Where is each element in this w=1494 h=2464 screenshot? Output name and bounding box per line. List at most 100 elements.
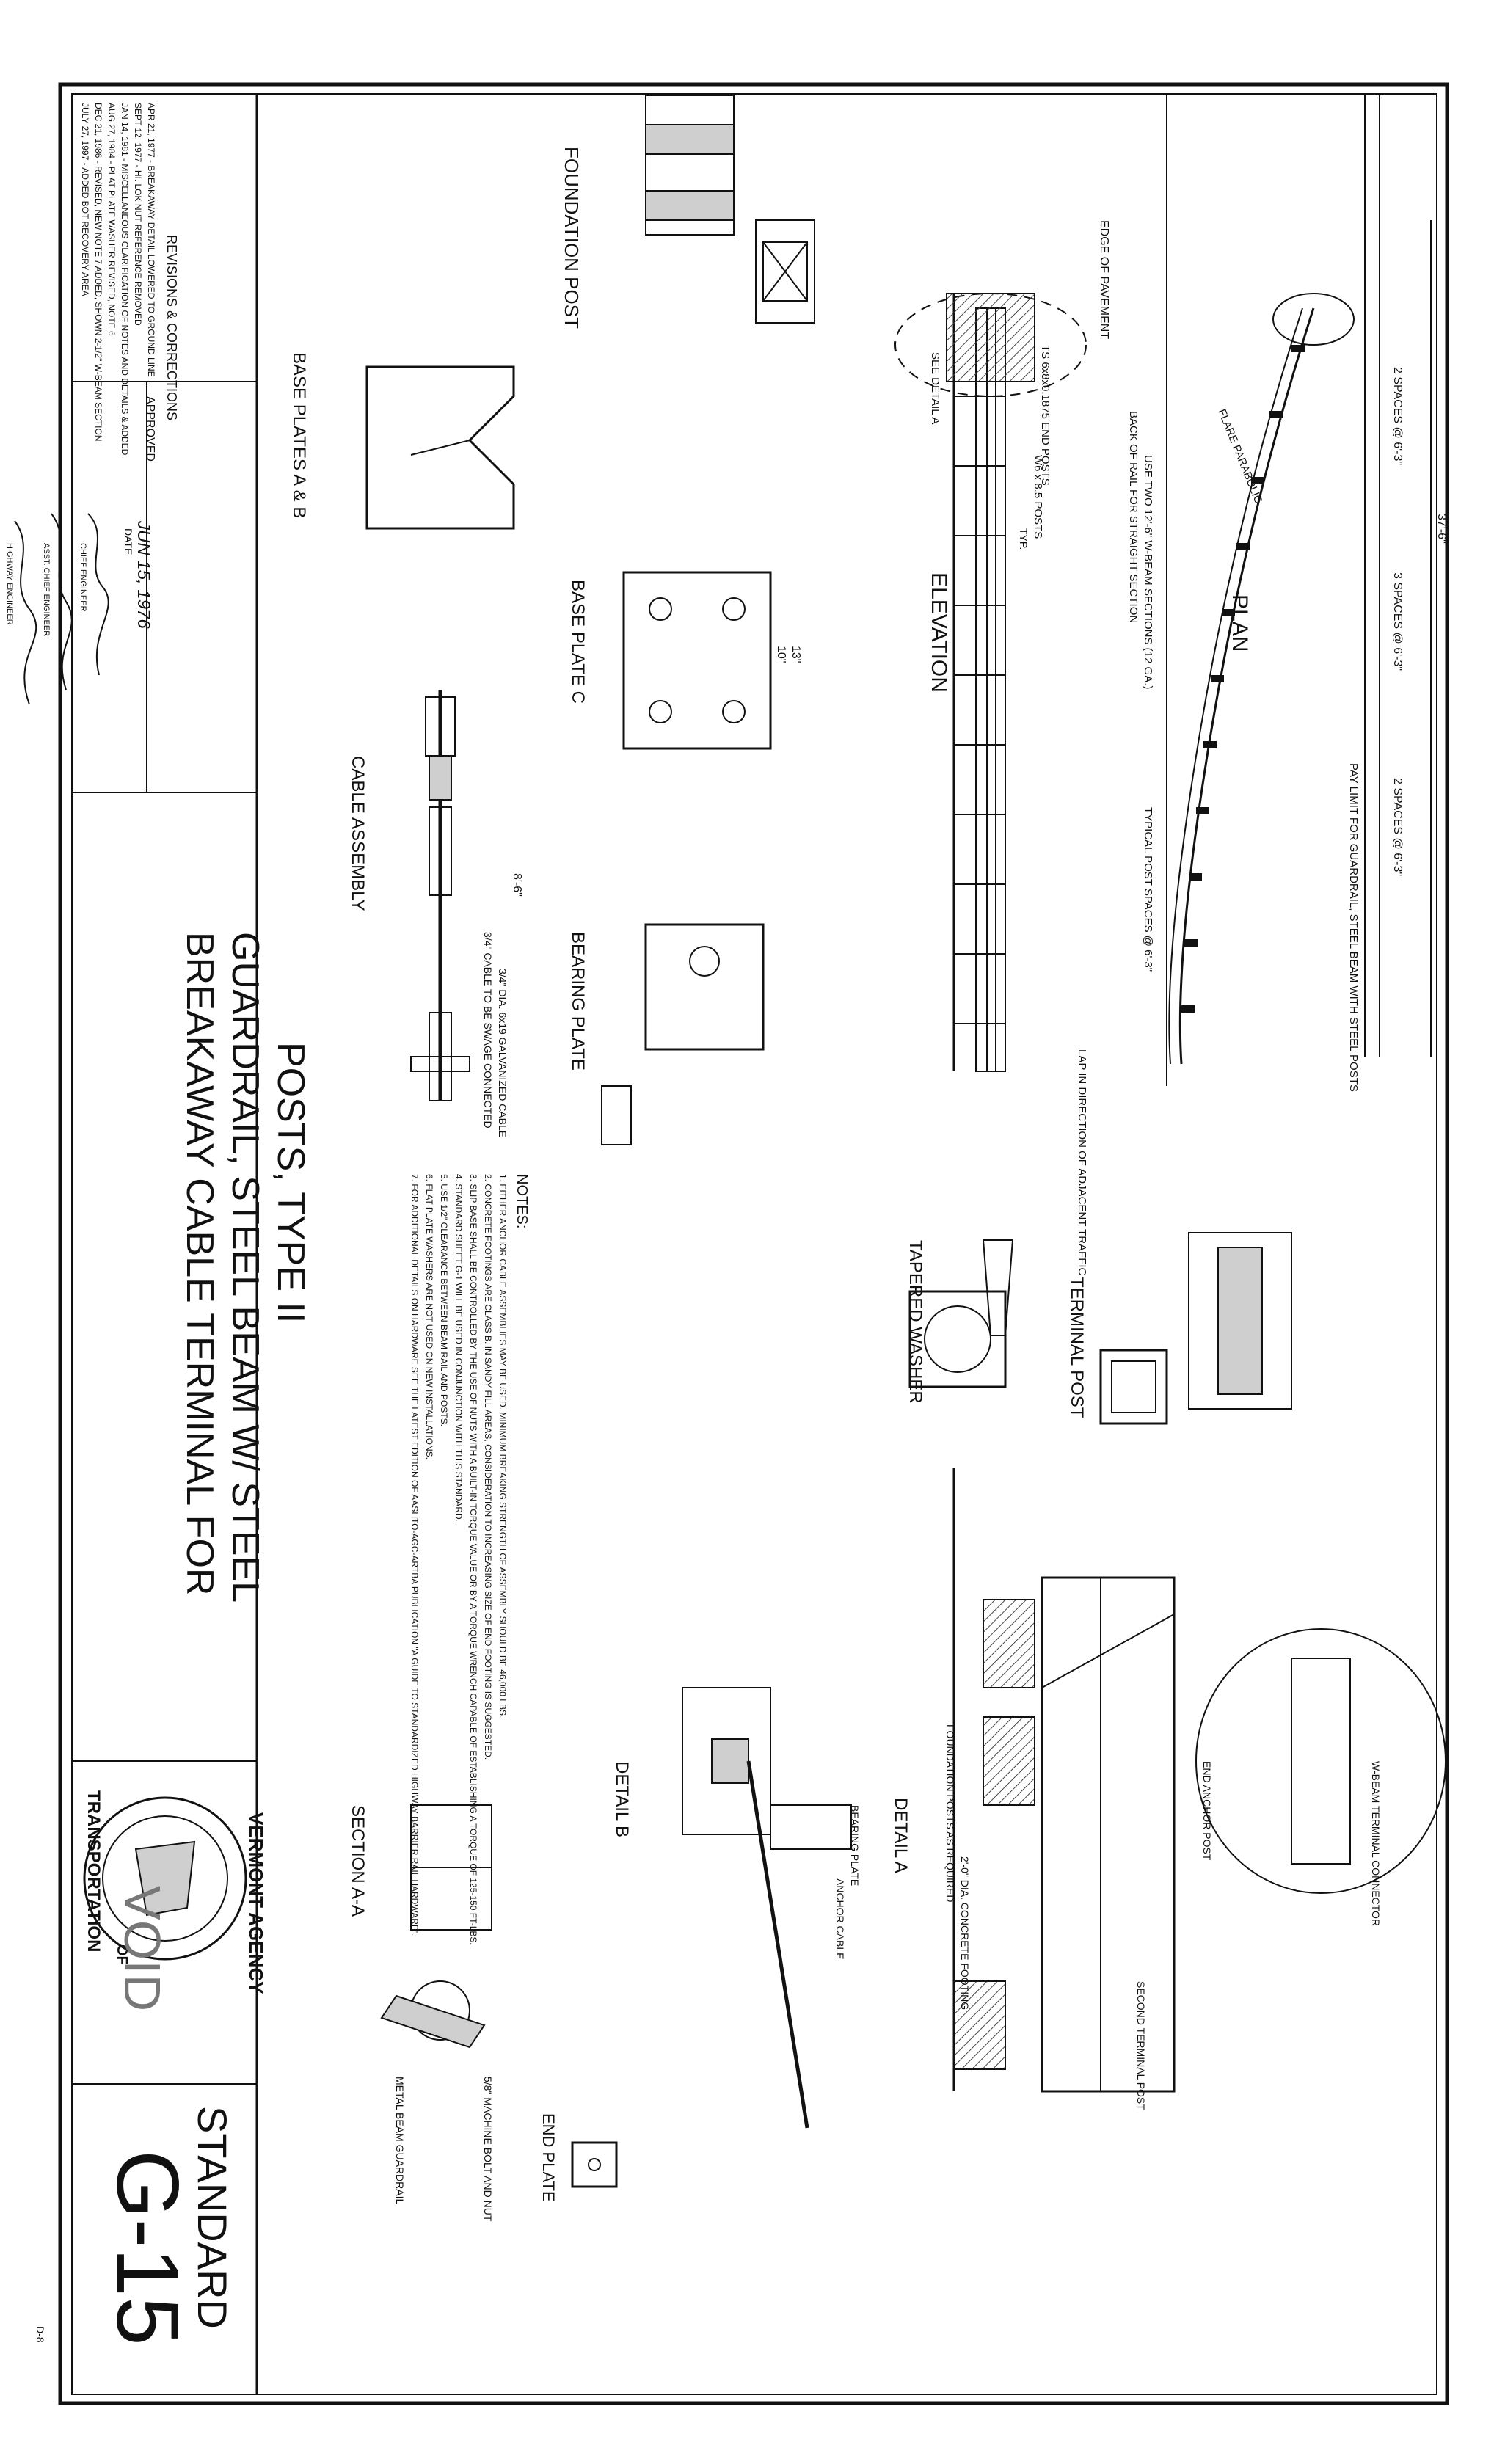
tapered-washer-side <box>982 1239 1014 1336</box>
agency-line-1: VERMONT AGENCY <box>245 1812 267 1994</box>
plan-total-length: 37'-6" <box>1435 514 1448 544</box>
detail-b-cable <box>746 1760 809 2129</box>
base-plates-ab-view: BASE PLATES A & B <box>289 352 515 530</box>
notes-block: NOTES: 1. EITHER ANCHOR CABLE ASSEMBLIES… <box>409 1174 530 1945</box>
flared-rail <box>1178 307 1315 1065</box>
machine-bolt-label: 5/8" MACHINE BOLT AND NUT <box>482 2077 494 2222</box>
anchor-footing <box>946 293 1035 382</box>
straight-section: BACK OF RAIL FOR STRAIGHT SECTION <box>1127 411 1140 623</box>
revision-item: DEC 21, 1986 - REVISED, NEW NOTE 7 ADDED… <box>93 103 103 441</box>
tapered-washer-title: TAPERED WASHER <box>905 1240 925 1404</box>
bearing-plate-view: BEARING PLATE <box>568 923 765 1145</box>
note-item: 1. EITHER ANCHOR CABLE ASSEMBLIES MAY BE… <box>498 1174 508 1718</box>
note-item: 6. FLAT PLATE WASHERS ARE NOT USED ON NE… <box>424 1174 434 1459</box>
spaces-mid: 3 SPACES @ 6'-3" <box>1391 572 1404 671</box>
notes-heading: NOTES: <box>514 1174 530 1228</box>
title-group: BREAKAWAY CABLE TERMINAL FOR GUARDRAIL, … <box>178 932 312 1603</box>
plan-title: PLAN <box>1228 594 1252 652</box>
end-plate-view: END PLATE <box>539 2113 618 2202</box>
note-item: 7. FOR ADDITIONAL DETAILS ON HARDWARE SE… <box>409 1174 420 1936</box>
section-aa-title: SECTION A-A <box>348 1805 368 1917</box>
asst-chief-engineer-label: ASST. CHIEF ENGINEER <box>42 543 51 636</box>
cable-assembly-view: CABLE ASSEMBLY 3/4" CABLE TO BE SWAGE CO… <box>348 690 523 1137</box>
foundation-posts-label: FOUNDATION POSTS AS REQUIRED <box>944 1724 956 1902</box>
chief-engineer-label: CHIEF ENGINEER <box>79 543 87 612</box>
standard-label: STANDARD <box>189 2106 236 2329</box>
title-line-1: BREAKAWAY CABLE TERMINAL FOR <box>178 932 221 1595</box>
revision-item: JULY 27, 1997 - ADDED BOT RECOVERY AREA <box>80 103 90 296</box>
typ-label: TYP. <box>1018 528 1030 550</box>
see-detail-a: SEE DETAIL A <box>929 352 941 424</box>
date-label: DATE <box>123 528 134 555</box>
cable-note: USE TWO 12'-6" W-BEAM SECTIONS (12 GA.) <box>1142 455 1154 689</box>
bearing-plate-title: BEARING PLATE <box>568 932 588 1071</box>
cable-assembly-title: CABLE ASSEMBLY <box>348 756 368 911</box>
note-item: 5. USE 1/2" CLEARANCE BETWEEN BEAM RAIL … <box>439 1174 449 1426</box>
end-plate-title: END PLATE <box>539 2113 558 2202</box>
posts-label: W6 x 8.5 POSTS <box>1032 455 1044 539</box>
footing-2 <box>983 1716 1035 1806</box>
swage-label: 3/4" CABLE TO BE SWAGE CONNECTED <box>482 932 494 1129</box>
chief-signature <box>87 513 109 676</box>
edge-of-pavement: EDGE OF PAVEMENT <box>1098 220 1110 339</box>
foundation-post-title: FOUNDATION POST <box>561 147 583 329</box>
base-plate-c-shape <box>622 571 772 750</box>
plan-view: EDGE OF PAVEMENT 2 SPACES @ 6'-3" 3 SPAC… <box>1076 95 1448 1276</box>
end-anchor-outline <box>1272 293 1355 346</box>
spaces-left: 2 SPACES @ 6'-3" <box>1391 367 1404 465</box>
metal-beam-label: METAL BEAM GUARDRAIL <box>394 2077 406 2204</box>
bearing-plate-shape <box>644 923 765 1051</box>
revision-item: APR 21, 1977 - BREAKAWAY DETAIL LOWERED … <box>146 103 156 377</box>
asst-signature <box>51 513 73 690</box>
revision-item: SEPT 12, 1977 - HI. LOK NUT REFERENCE RE… <box>133 103 143 326</box>
footing-3 <box>953 1980 1006 2070</box>
galvanized-cable-label: 3/4" DIA. 6x19 GALVANIZED CABLE <box>497 969 509 1137</box>
revisions-heading: REVISIONS & CORRECTIONS <box>164 235 179 420</box>
base-plate-c-view: BASE PLATE C 10" 13" <box>568 571 802 750</box>
tapered-washer-face <box>908 1290 1007 1388</box>
detail-a-callout <box>1195 1628 1446 1894</box>
note-item: 2. CONCRETE FOOTINGS ARE CLASS B. IN SAN… <box>483 1174 493 1760</box>
lap-note: LAP IN DIRECTION OF ADJACENT TRAFFIC <box>1076 1049 1088 1276</box>
revisions-block: REVISIONS & CORRECTIONS APR 21, 1977 - B… <box>80 103 179 456</box>
note-item: 3. SLIP BASE SHALL BE CONTROLLED BY THE … <box>468 1174 478 1945</box>
title-line-2: GUARDRAIL, STEEL BEAM W/ STEEL <box>224 932 266 1603</box>
detail-b-view: DETAIL B ANCHOR CABLE BEARING PLATE <box>612 1687 861 2129</box>
highway-engineer-label: HIGHWAY ENGINEER <box>5 543 14 625</box>
note-item: 4. STANDARD SHEET G-1 WILL BE USED IN CO… <box>453 1174 464 1522</box>
agency-line-3: TRANSPORTATION <box>84 1790 103 1952</box>
tube-post-label: TS 6x8x0.1875 END POSTS <box>1039 345 1052 486</box>
standard-number: G-15 <box>98 2150 197 2346</box>
detail-a-title: DETAIL A <box>891 1798 911 1873</box>
dim-13: 13" <box>790 646 802 663</box>
revision-item: JAN 14, 1981 - MISCELLANEOUS CLARIFICATI… <box>120 103 130 456</box>
revision-item: AUG 27, 1984 - PLAT PLATE WASHER REVISED… <box>106 103 117 336</box>
w-beam-label: W-BEAM TERMINAL CONNECTOR <box>1370 1761 1382 1926</box>
highway-signature <box>14 520 37 705</box>
spaces-right: 2 SPACES @ 6'-3" <box>1391 778 1404 876</box>
void-stamp: VOID <box>114 1886 171 2011</box>
title-line-3: POSTS, TYPE II <box>269 1042 312 1323</box>
pay-limit-note: PAY LIMIT FOR GUARDRAIL, STEEL BEAM WITH… <box>1347 763 1360 1092</box>
section-aa-view: SECTION A-A METAL BEAM GUARDRAIL 5/8" MA… <box>348 1804 494 2222</box>
terminal-post-view: TERMINAL POST <box>1067 1232 1292 1425</box>
approval-block: APPROVED DATE JUN 15, 1976 CHIEF ENGINEE… <box>5 396 156 705</box>
outer-border <box>58 82 1449 2405</box>
typical-spacing: TYPICAL POST SPACES @ 6'-3" <box>1142 807 1154 972</box>
detail-b-title: DETAIL B <box>612 1761 632 1837</box>
foundation-post-view: FOUNDATION POST <box>561 95 815 329</box>
anchor-cable-label: ANCHOR CABLE <box>834 1878 846 1959</box>
approved-label: APPROVED <box>144 396 156 462</box>
date-value: JUN 15, 1976 <box>134 520 153 629</box>
elevation-title: ELEVATION <box>927 572 951 693</box>
base-plate-c-title: BASE PLATE C <box>568 580 588 704</box>
end-plate-shape <box>571 2141 618 2188</box>
detail-a-view: DETAIL A END ANCHOR POST FOUNDATION POST… <box>891 1468 1446 2110</box>
agency-seal: VERMONT AGENCY OF TRANSPORTATION <box>83 1790 267 1994</box>
second-terminal-label: SECOND TERMINAL POST <box>1135 1981 1147 2110</box>
end-anchor-post-label: END ANCHOR POST <box>1201 1761 1213 1861</box>
bearing-plate-label: BEARING PLATE <box>849 1805 861 1886</box>
standard-block: STANDARD G-15 VOID D-8 <box>34 1886 236 2346</box>
footing-1 <box>983 1599 1035 1688</box>
